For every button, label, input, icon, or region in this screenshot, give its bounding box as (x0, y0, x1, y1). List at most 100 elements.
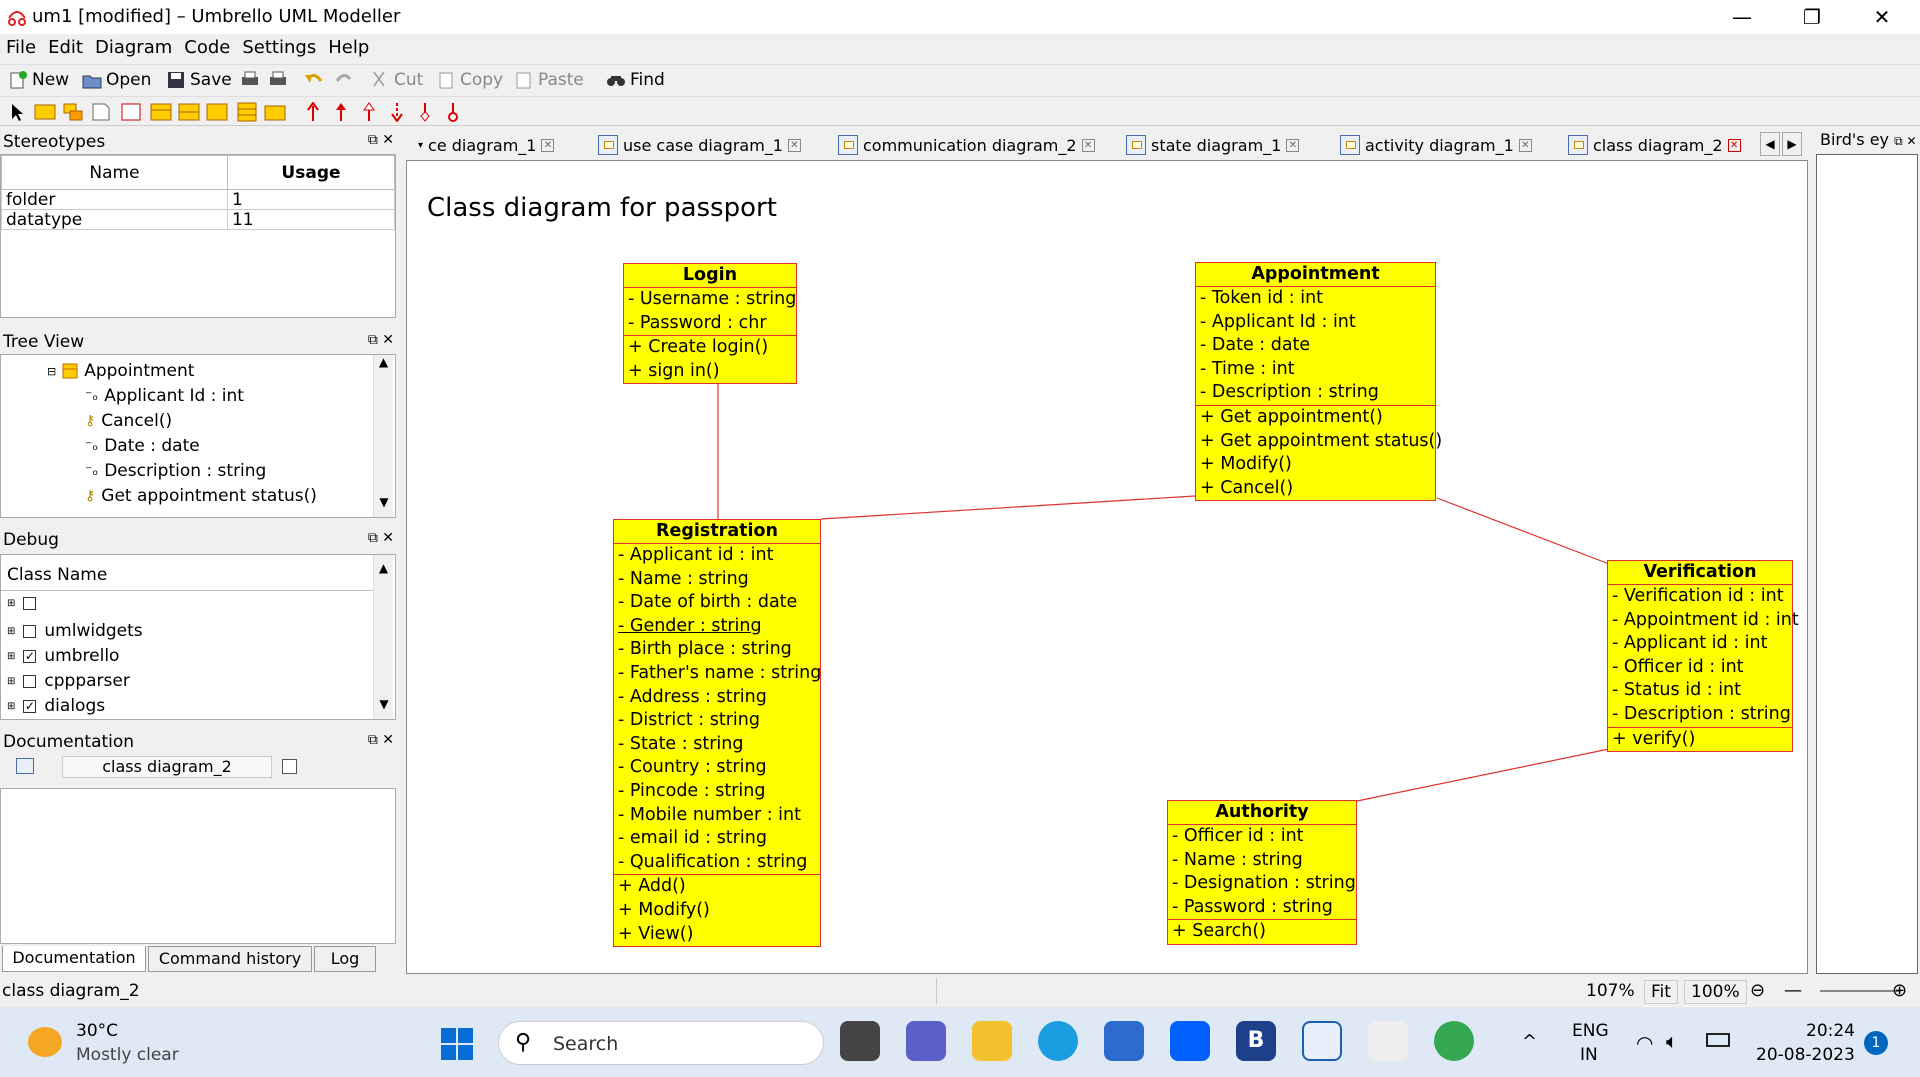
tree-item-attribute[interactable]: ⁻ₒ Date : date (85, 436, 200, 456)
class-verification[interactable]: Verification - Verification id : int - A… (1607, 560, 1799, 753)
directional-association-icon[interactable] (330, 102, 352, 122)
association-authority-verification[interactable] (1356, 748, 1610, 802)
tab-activity-diagram[interactable]: activity diagram_1 ✕ (1336, 130, 1532, 160)
windows-start-icon[interactable] (440, 1027, 474, 1061)
debug-item[interactable]: ⊞umlwidgets (7, 621, 143, 641)
diagram-title-text[interactable]: Class diagram for passport (427, 193, 777, 223)
microsoft-store-icon[interactable] (1104, 1021, 1144, 1061)
tab-close-icon[interactable]: ✕ (1286, 138, 1300, 152)
expand-icon[interactable]: ⊞ (7, 700, 16, 712)
notification-badge[interactable]: 1 (1864, 1031, 1888, 1055)
column-header-name[interactable]: Name (1, 155, 228, 190)
tab-close-icon[interactable]: ✕ (1518, 138, 1532, 152)
taskbar-search-box[interactable]: ⚲ Search (498, 1021, 824, 1065)
checkbox[interactable] (23, 674, 37, 688)
debug-item[interactable]: ⊞✓dialogs (7, 696, 105, 716)
interface-tool-icon[interactable] (150, 102, 172, 122)
chrome-icon[interactable] (1434, 1021, 1474, 1061)
documentation-checkbox[interactable] (282, 759, 297, 774)
show-hidden-icons-chevron-up-icon[interactable]: ^ (1522, 1031, 1538, 1052)
tab-class-diagram[interactable]: class diagram_2 ✕ (1564, 130, 1741, 160)
tab-close-icon[interactable]: ✕ (541, 138, 555, 152)
column-header-class-name[interactable]: Class Name (1, 555, 373, 591)
tab-close-icon[interactable]: ✕ (787, 138, 801, 152)
teams-chat-icon[interactable] (906, 1021, 946, 1061)
documentation-name-field[interactable]: class diagram_2 (62, 756, 272, 778)
edge-browser-icon[interactable] (1038, 1021, 1078, 1061)
language-eng[interactable]: ENG (1572, 1021, 1609, 1041)
tab-scroll-left-icon[interactable]: ◀ (1760, 132, 1780, 156)
print-button[interactable] (240, 68, 260, 92)
file-explorer-icon[interactable] (972, 1021, 1012, 1061)
expand-icon[interactable]: ⊞ (7, 650, 16, 662)
tree-item-attribute[interactable]: ⁻ₒ Applicant Id : int (85, 386, 244, 406)
clock-time[interactable]: 20:24 (1806, 1021, 1855, 1041)
table-row[interactable]: datatype 11 (1, 209, 395, 230)
snipping-tool-icon[interactable] (1368, 1021, 1408, 1061)
menu-file[interactable]: File (6, 37, 37, 58)
panel-float-close-icon[interactable]: ⧉ ✕ (1894, 134, 1917, 148)
checkbox[interactable] (23, 597, 37, 610)
volume-icon[interactable]: 🔈︎ (1666, 1029, 1678, 1053)
clock-date[interactable]: 20-08-2023 (1756, 1045, 1855, 1065)
expand-icon[interactable]: ⊞ (7, 598, 16, 609)
diagram-canvas[interactable]: Class diagram for passport Login - Usern… (406, 160, 1808, 974)
dependency-arrow-icon[interactable] (386, 102, 408, 122)
debug-item[interactable]: ⊞ (7, 597, 44, 610)
minimize-button[interactable]: — (1732, 5, 1752, 29)
panel-float-close-icon[interactable]: ⧉ ✕ (367, 732, 394, 748)
tab-close-icon[interactable]: ✕ (1081, 138, 1095, 152)
expand-icon[interactable]: ⊞ (7, 625, 16, 637)
zoom-fit-button[interactable]: Fit (1644, 980, 1678, 1004)
generalization-arrow-icon[interactable] (358, 102, 380, 122)
class-registration[interactable]: Registration - Applicant id : int - Name… (613, 519, 821, 948)
tab-scroll-right-icon[interactable]: ▶ (1782, 132, 1802, 156)
save-button[interactable]: Save (166, 68, 232, 92)
note-tool-icon[interactable] (90, 102, 112, 122)
tab-close-icon[interactable]: ✕ (1727, 138, 1741, 152)
open-button[interactable]: Open (82, 68, 151, 92)
print-preview-button[interactable] (268, 68, 288, 92)
wifi-icon[interactable]: ◠ (1636, 1031, 1654, 1055)
language-in[interactable]: IN (1580, 1045, 1598, 1065)
debug-item[interactable]: ⊞cppparser (7, 671, 130, 691)
b-app-icon[interactable]: B (1236, 1021, 1276, 1061)
scroll-up-icon[interactable]: ▲ (378, 561, 389, 575)
new-button[interactable]: New (8, 68, 69, 92)
scroll-down-icon[interactable]: ▼ (379, 495, 389, 509)
copy-button[interactable]: Copy (436, 68, 503, 92)
panel-float-close-icon[interactable]: ⧉ ✕ (367, 530, 394, 546)
umbrello-taskbar-icon[interactable] (1302, 1021, 1342, 1061)
dropbox-icon[interactable] (1170, 1021, 1210, 1061)
panel-float-close-icon[interactable]: ⧉ ✕ (367, 132, 394, 148)
menu-diagram[interactable]: Diagram (94, 37, 173, 58)
box-tool-icon[interactable] (120, 102, 142, 122)
redo-button[interactable] (334, 68, 354, 92)
association-appointment-verification[interactable] (1436, 497, 1610, 565)
class-tool-icon[interactable] (34, 102, 56, 122)
zoom-100-button[interactable]: 100% (1684, 980, 1747, 1004)
scroll-up-icon[interactable]: ▲ (378, 355, 389, 369)
menu-code[interactable]: Code (184, 37, 231, 58)
entity-tool-icon[interactable] (236, 102, 258, 122)
composition-arrow-icon[interactable] (442, 102, 464, 122)
aggregation-arrow-icon[interactable] (414, 102, 436, 122)
menu-edit[interactable]: Edit (48, 37, 83, 58)
birdseye-view[interactable] (1816, 154, 1918, 974)
class-authority[interactable]: Authority - Officer id : int - Name : st… (1167, 800, 1357, 945)
scroll-down-icon[interactable]: ▼ (379, 697, 389, 711)
task-view-icon[interactable] (840, 1021, 880, 1061)
menu-settings[interactable]: Settings (242, 37, 317, 58)
zoom-minus-icon[interactable]: — (1784, 980, 1802, 1001)
class-appointment[interactable]: Appointment - Token id : int - Applicant… (1195, 262, 1442, 502)
collapse-icon[interactable]: ⊟ (47, 364, 57, 378)
tab-command-history[interactable]: Command history (148, 946, 312, 972)
tab-state-diagram[interactable]: state diagram_1 ✕ (1122, 130, 1300, 160)
tab-use-case-diagram[interactable]: use case diagram_1 ✕ (594, 130, 801, 160)
datatype-tool-icon[interactable] (178, 102, 200, 122)
tab-documentation[interactable]: Documentation (2, 946, 146, 972)
zoom-in-icon[interactable]: ⊕ (1892, 980, 1908, 1001)
checkbox[interactable] (23, 624, 37, 638)
debug-item[interactable]: ⊞✓umbrello (7, 646, 119, 666)
undo-button[interactable] (304, 68, 324, 92)
